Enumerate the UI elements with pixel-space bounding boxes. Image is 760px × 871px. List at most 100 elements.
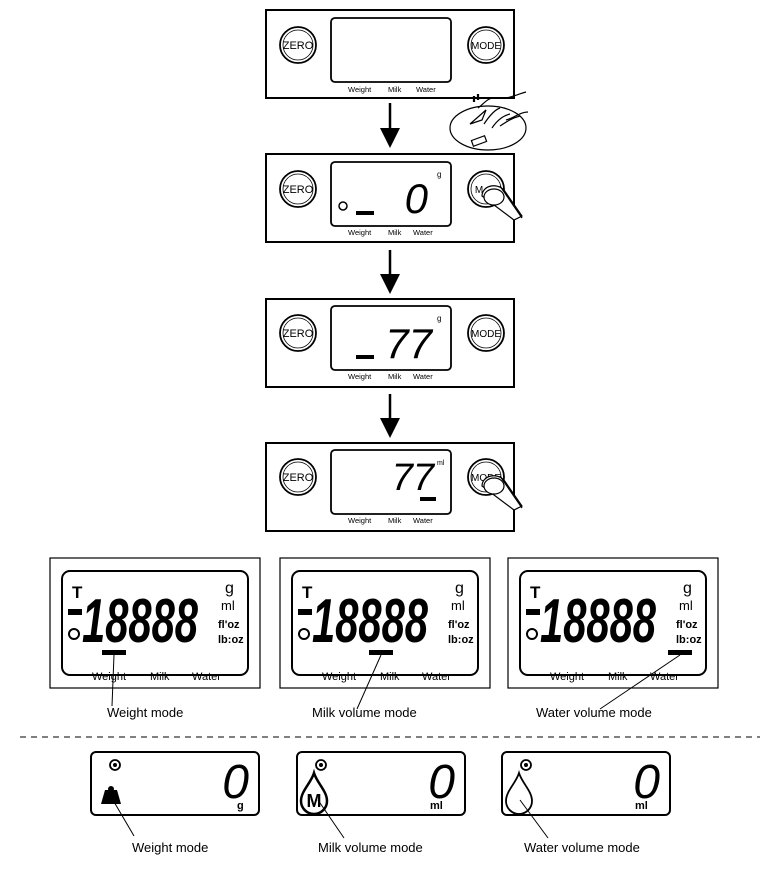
- zero-button[interactable]: ZERO: [279, 26, 317, 64]
- mode-caption: Weight mode: [132, 840, 208, 855]
- zero-button[interactable]: ZERO: [279, 170, 317, 208]
- icon-mode-panel-2: 0ml M Milk volume mode: [296, 751, 466, 855]
- mode-label-water: Water: [192, 671, 221, 683]
- display-unit: ml: [635, 800, 648, 812]
- mode-button-label: MODE: [471, 329, 501, 340]
- unit-ml: ml: [451, 598, 465, 613]
- zero-button-label: ZERO: [283, 40, 314, 52]
- unit-floz: fl'oz: [448, 619, 470, 631]
- stable-indicator-icon: [298, 628, 310, 640]
- zero-button-label: ZERO: [283, 472, 314, 484]
- water-drop-icon: [505, 769, 533, 815]
- pointer-line: [111, 654, 115, 707]
- finger-press-icon: [481, 185, 523, 221]
- tare-indicator-label: T: [302, 583, 313, 602]
- zero-button-label: ZERO: [283, 328, 314, 340]
- display-unit: ml: [430, 800, 443, 812]
- unit-ml: ml: [679, 598, 693, 613]
- scale-panel-4: ZERO 77 ml MODE Weight Milk Water: [265, 442, 523, 532]
- mode-label-water: Water: [422, 671, 451, 683]
- mode-button[interactable]: MODE: [467, 26, 505, 64]
- zero-button[interactable]: ZERO: [279, 458, 317, 496]
- unit-lboz: lb:oz: [676, 634, 702, 646]
- mode-label-weight: Weight: [348, 228, 372, 237]
- zero-button[interactable]: ZERO: [279, 314, 317, 352]
- mode-label-weight: Weight: [348, 85, 372, 94]
- minus-sign: [526, 609, 540, 615]
- mode-label-weight: Weight: [348, 372, 372, 381]
- scale-panel-2: ZERO 0 g M Weight Milk Water: [265, 153, 523, 243]
- pointer-line: [599, 654, 681, 710]
- display-value: 0: [428, 756, 455, 809]
- mode-caption: Weight mode: [107, 705, 183, 720]
- tare-indicator-label: T: [530, 583, 541, 602]
- stable-indicator-icon: [520, 759, 532, 771]
- mode-indicator-bar: [102, 650, 126, 655]
- display-value: 0: [633, 756, 660, 809]
- milk-drop-icon: M: [299, 768, 329, 816]
- lcd-digits: 18888: [312, 587, 428, 656]
- mode-label-milk: Milk: [388, 85, 402, 94]
- unit-floz: fl'oz: [676, 619, 698, 631]
- unit-ml: ml: [221, 598, 235, 613]
- mode-label-water: Water: [416, 85, 436, 94]
- lcd-display: [330, 161, 452, 227]
- stable-indicator-icon: [68, 628, 80, 640]
- mode-label-milk: Milk: [150, 671, 170, 683]
- display-value: 77: [392, 457, 436, 499]
- stable-indicator-icon: [526, 628, 538, 640]
- mode-button-label: M: [475, 185, 483, 196]
- minus-sign: [68, 609, 82, 615]
- display-value: 0: [405, 175, 429, 222]
- hand-on-scale-icon: [449, 91, 529, 151]
- mode-label-water: Water: [413, 372, 433, 381]
- mode-label-water: Water: [413, 228, 433, 237]
- mode-label-milk: Milk: [608, 671, 628, 683]
- mode-label-weight: Weight: [92, 671, 126, 683]
- mode-caption: Water volume mode: [536, 705, 652, 720]
- lcd-display: [330, 17, 452, 83]
- mode-indicator-bar: [369, 650, 393, 655]
- unit-g: g: [225, 580, 234, 597]
- lcd-digits: 18888: [82, 587, 198, 656]
- stable-indicator-icon: [315, 759, 327, 771]
- unit-lboz: lb:oz: [448, 634, 474, 646]
- stable-indicator-icon: [338, 201, 348, 211]
- display-unit: g: [237, 800, 244, 812]
- pointer-line: [356, 654, 382, 710]
- mode-label-milk: Milk: [380, 671, 400, 683]
- mode-caption: Milk volume mode: [318, 840, 423, 855]
- mode-label-weight: Weight: [322, 671, 356, 683]
- minus-sign: [298, 609, 312, 615]
- display-unit: g: [437, 170, 441, 179]
- display-value: 0: [222, 756, 249, 809]
- mode-button[interactable]: MODE: [467, 314, 505, 352]
- finger-press-icon: [481, 475, 523, 511]
- pointer-line: [317, 799, 345, 839]
- mode-caption: Milk volume mode: [312, 705, 417, 720]
- display-unit: ml: [437, 460, 445, 467]
- mode-label-weight: Weight: [550, 671, 584, 683]
- mode-label-milk: Milk: [388, 228, 402, 237]
- mode-indicator-bar: [668, 650, 692, 655]
- scale-panel-1: ZERO MODE Weight Milk Water: [265, 9, 515, 99]
- unit-g: g: [683, 580, 692, 597]
- scale-panel-3: ZERO 77 g MODE Weight Milk Water: [265, 298, 515, 388]
- display-unit: g: [437, 314, 441, 323]
- pointer-line: [109, 794, 135, 837]
- milk-drop-letter: M: [307, 791, 322, 811]
- pointer-line: [519, 799, 549, 839]
- zero-button-label: ZERO: [283, 184, 314, 196]
- tare-indicator-label: T: [72, 583, 83, 602]
- mode-indicator-bar: [420, 497, 436, 501]
- unit-g: g: [455, 580, 464, 597]
- mode-label-milk: Milk: [388, 516, 402, 525]
- mode-label-weight: Weight: [348, 516, 372, 525]
- display-value: 77: [385, 320, 433, 367]
